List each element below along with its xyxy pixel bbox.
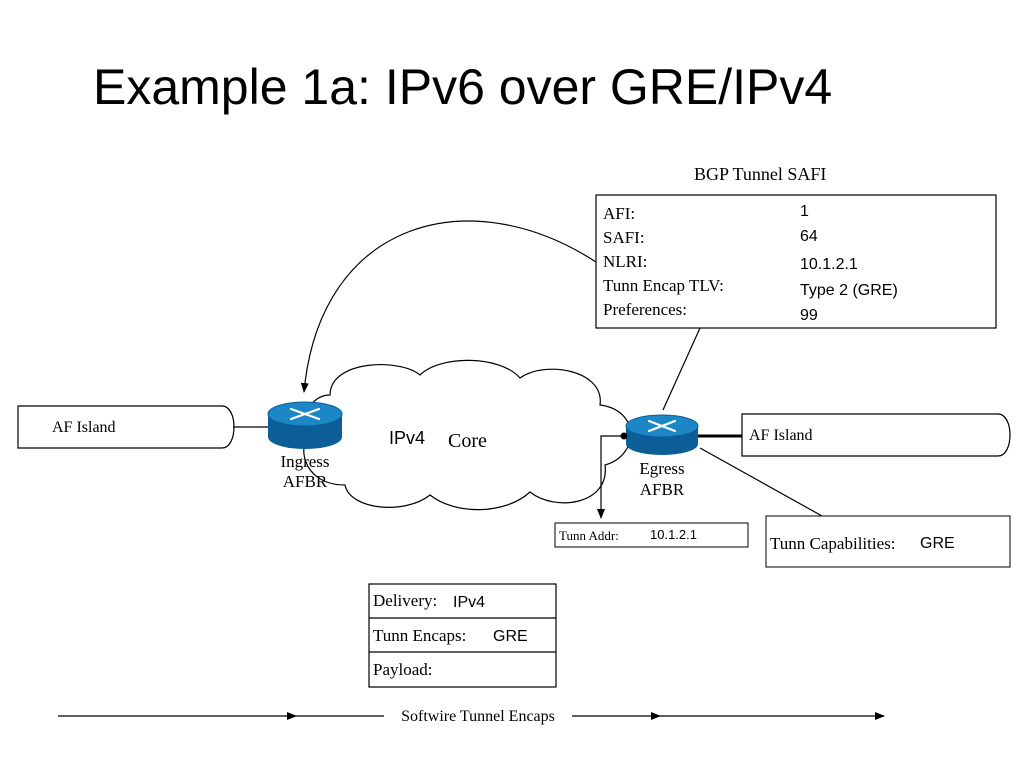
left-af-island [17,405,235,449]
right-af-island [741,413,1011,457]
encaps-value: GRE [493,628,528,645]
bgp-row-label: Preferences: [603,300,687,319]
softwire-label: Softwire Tunnel Encaps [401,708,555,725]
bgp-egress-connector [662,327,701,411]
bgp-row-value: Type 2 (GRE) [800,282,898,299]
egress-router-icon [625,414,699,455]
payload-label: Payload: [373,660,433,679]
bgp-row-label: NLRI: [603,252,647,271]
tunn-caps-connector [699,447,823,517]
delivery-label: Delivery: [373,591,437,610]
tunn-caps-label: Tunn Capabilities: [770,534,895,553]
egress-label-line1: Egress [639,459,684,478]
slide-title: Example 1a: IPv6 over GRE/IPv4 [93,59,833,115]
bgp-row-value: 99 [800,307,818,324]
tunn-addr-pointer [597,435,624,519]
delivery-value: IPv4 [453,594,485,611]
bgp-row-label: Tunn Encap TLV: [603,276,724,295]
egress-label-line2: AFBR [640,480,685,499]
ingress-label-line1: Ingress [280,452,329,471]
bgp-row-value: 64 [800,228,818,245]
bgp-row-value: 1 [800,203,809,220]
bgp-safi-box [595,194,997,329]
ingress-label-line2: AFBR [283,472,328,491]
cloud-label-ipv4: IPv4 [389,428,425,448]
right-island-label: AF Island [749,427,813,444]
bgp-row-label: SAFI: [603,228,645,247]
bgp-row-label: AFI: [603,204,635,223]
ipv4-core-cloud [303,359,632,511]
ingress-router-icon [267,401,343,449]
encaps-label: Tunn Encaps: [373,626,466,645]
tunn-addr-label: Tunn Addr: [559,528,619,543]
bgp-advertisement-arrow [300,220,597,393]
cloud-label-core: Core [448,430,487,452]
tunn-addr-value: 10.1.2.1 [650,527,697,542]
left-island-label: AF Island [52,419,116,436]
bgp-row-value: 10.1.2.1 [800,256,858,273]
tunn-caps-box [765,515,1011,568]
bgp-safi-heading: BGP Tunnel SAFI [694,164,826,184]
tunn-addr-box [554,522,749,548]
tunn-caps-value: GRE [920,535,955,552]
packet-stack [368,583,557,688]
